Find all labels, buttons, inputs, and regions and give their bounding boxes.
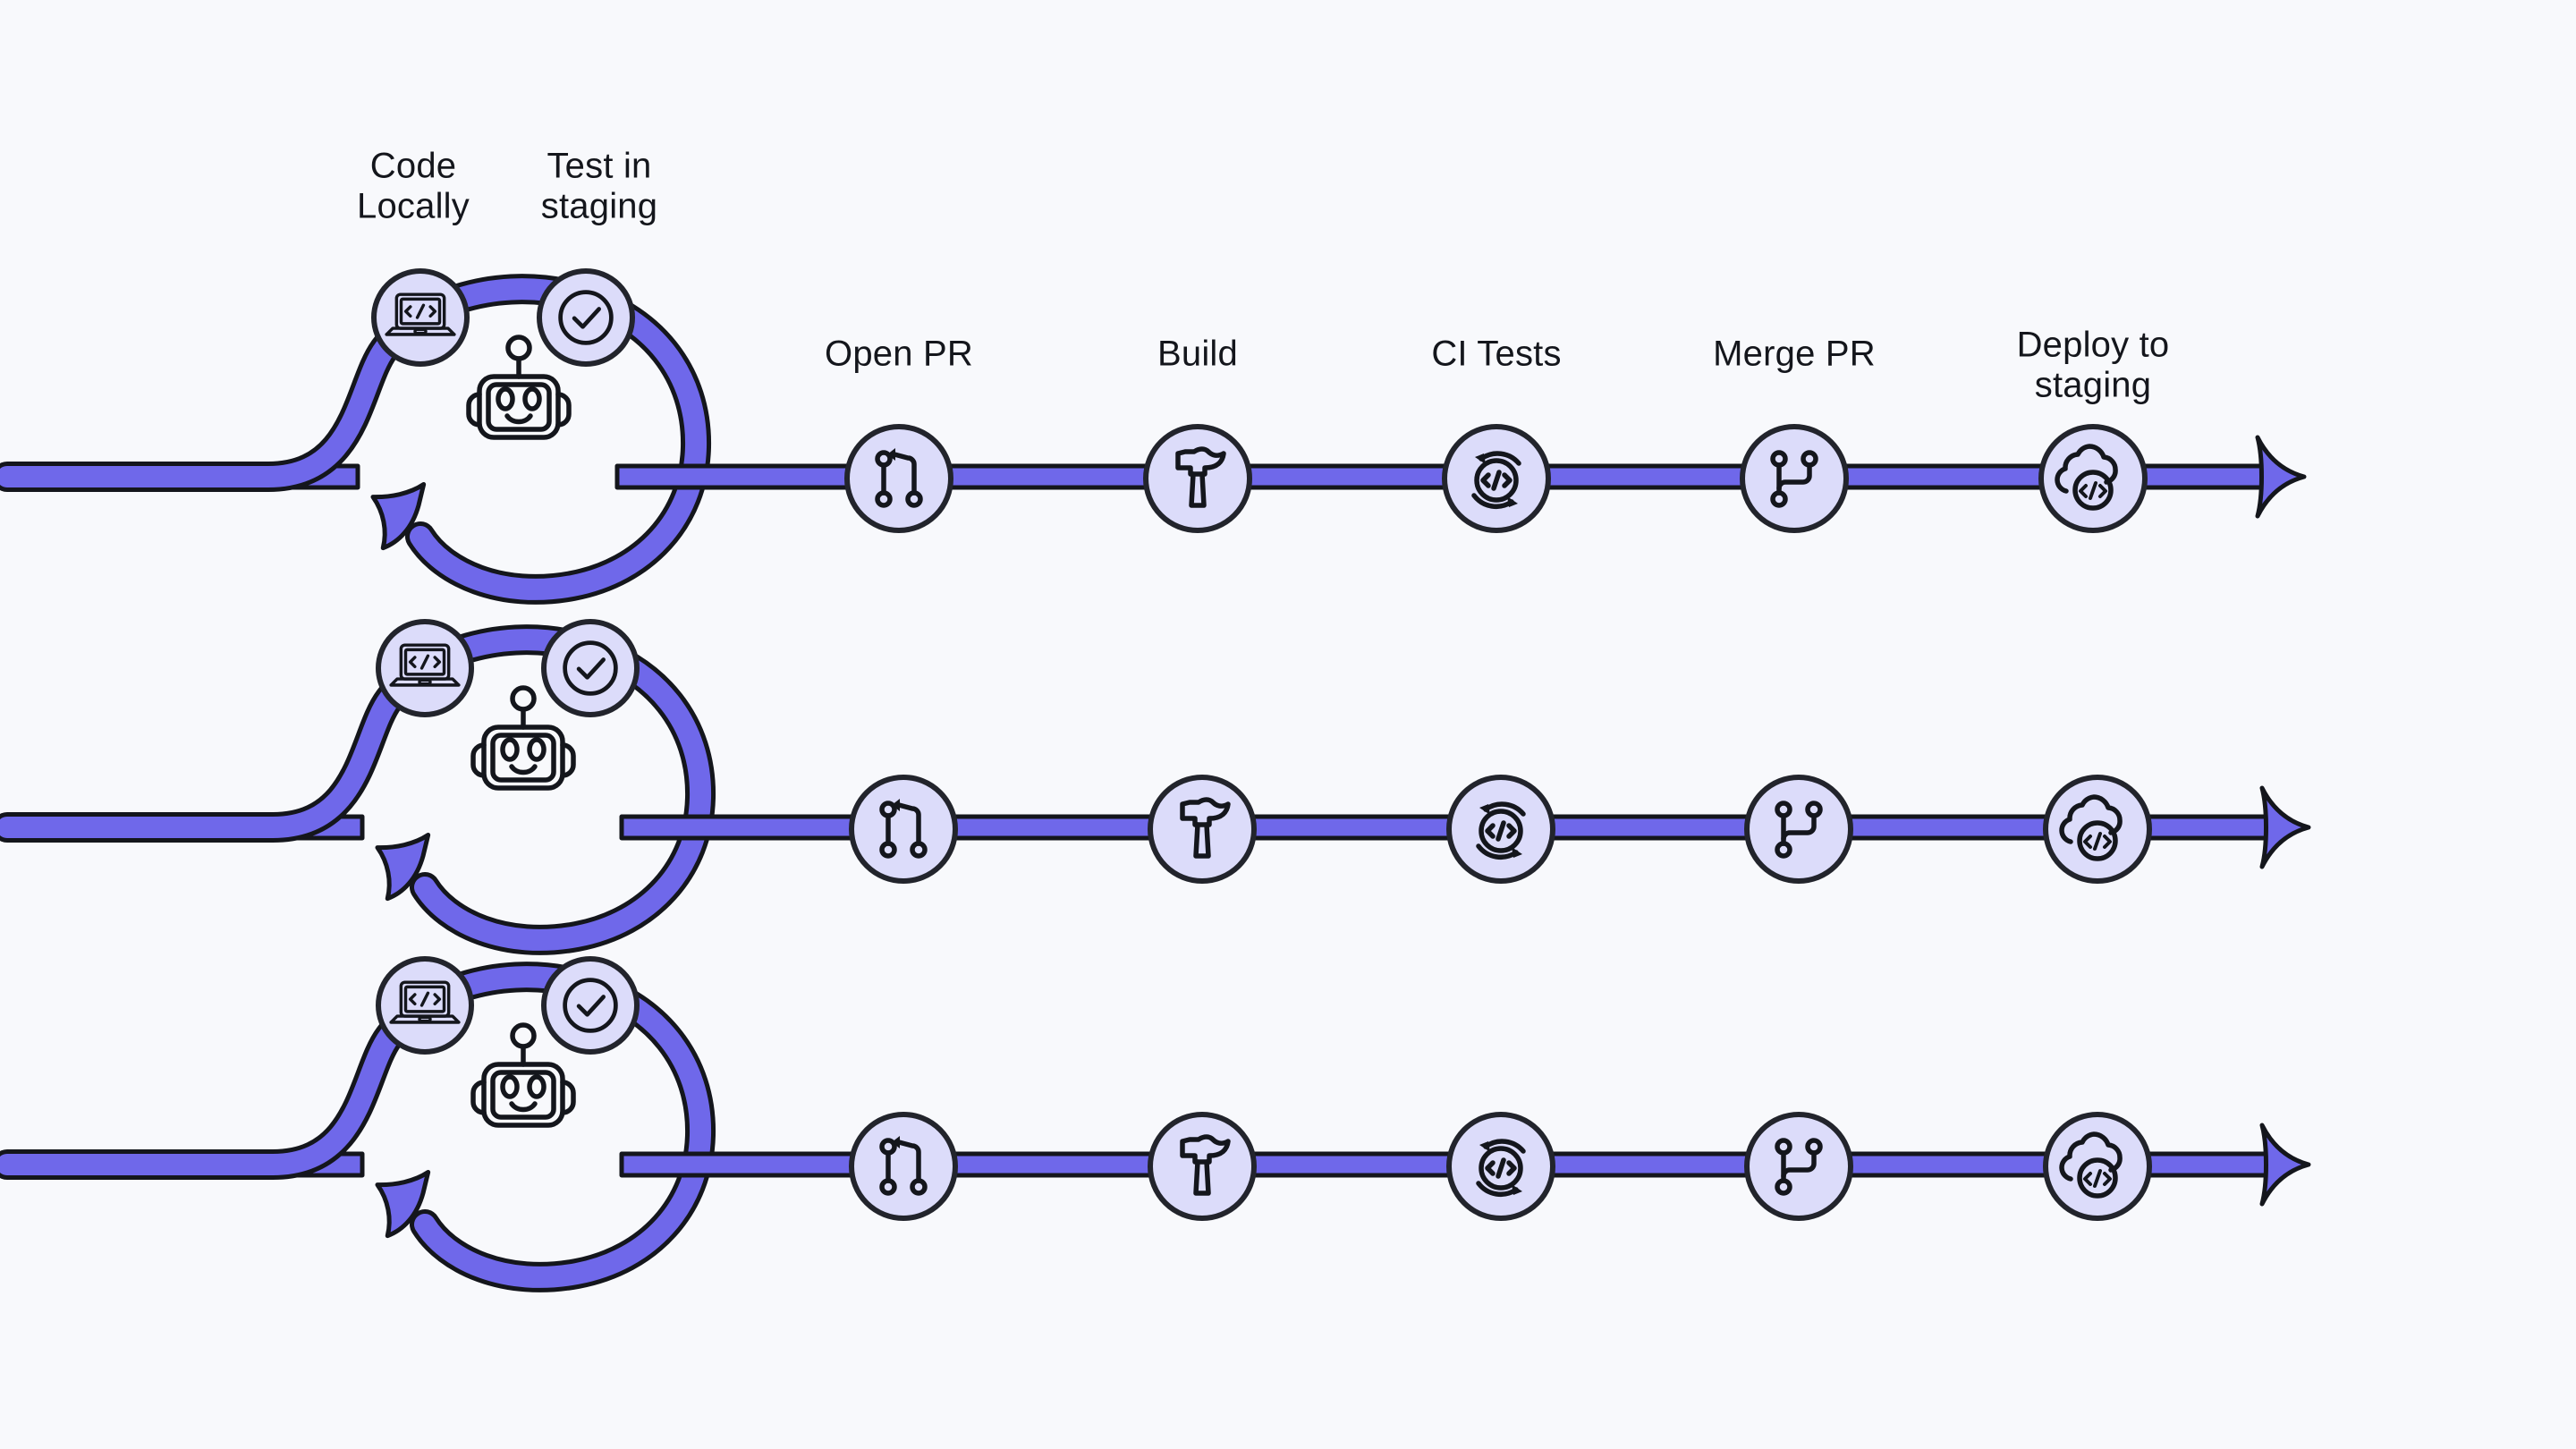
pipeline-row-3 — [0, 956, 2309, 1292]
loop-node-code-locally[interactable] — [371, 268, 470, 367]
laptop-code-icon — [389, 643, 461, 687]
loop-node-test-in-staging[interactable] — [541, 956, 640, 1055]
stage-node-ci-tests[interactable] — [1446, 775, 1555, 884]
stage-label-open-pr: Open PR — [825, 335, 973, 374]
stage-node-deploy-staging[interactable] — [2038, 424, 2148, 533]
stage-node-deploy-staging[interactable] — [2043, 1112, 2152, 1221]
stage-label-deploy-staging-line1: Deploy to — [2017, 326, 2170, 365]
stage-node-open-pr[interactable] — [849, 1112, 958, 1221]
stage-label-merge-pr: Merge PR — [1713, 335, 1876, 374]
stage-node-ci-tests[interactable] — [1446, 1112, 1555, 1221]
loop-path-fill — [0, 278, 708, 600]
stage-label-build: Build — [1157, 335, 1238, 374]
stage-label-ci-tests: CI Tests — [1431, 335, 1561, 374]
loop-node-label-code-locally-line1: Code — [370, 147, 456, 186]
stage-node-open-pr[interactable] — [849, 775, 958, 884]
pipeline-row-1: Code Locally Test in staging Open PR — [0, 147, 2304, 605]
stage-label-deploy-staging-line2: staging — [2035, 366, 2151, 405]
loop-node-label-test-in-staging-line1: Test in — [547, 147, 651, 186]
laptop-code-icon — [389, 980, 461, 1024]
stage-node-deploy-staging[interactable] — [2043, 775, 2152, 884]
loop-node-label-code-locally-line2: Locally — [357, 187, 470, 226]
stage-node-merge-pr[interactable] — [1744, 775, 1853, 884]
stage-node-build[interactable] — [1148, 775, 1257, 884]
stage-node-open-pr[interactable] — [844, 424, 953, 533]
loop-node-test-in-staging[interactable] — [541, 619, 640, 717]
stage-node-build[interactable] — [1148, 1112, 1257, 1221]
loop-node-code-locally[interactable] — [376, 956, 474, 1055]
loop-path-fill — [0, 629, 712, 951]
stage-node-ci-tests[interactable] — [1442, 424, 1551, 533]
loop-path-fill — [0, 966, 712, 1288]
stage-node-merge-pr[interactable] — [1740, 424, 1849, 533]
loop-node-code-locally[interactable] — [376, 619, 474, 717]
loop-node-test-in-staging[interactable] — [537, 268, 635, 367]
stage-node-merge-pr[interactable] — [1744, 1112, 1853, 1221]
stage-node-build[interactable] — [1143, 424, 1252, 533]
pipeline-row-2 — [0, 619, 2309, 955]
laptop-code-icon — [385, 292, 456, 336]
loop-node-label-test-in-staging-line2: staging — [541, 187, 657, 226]
